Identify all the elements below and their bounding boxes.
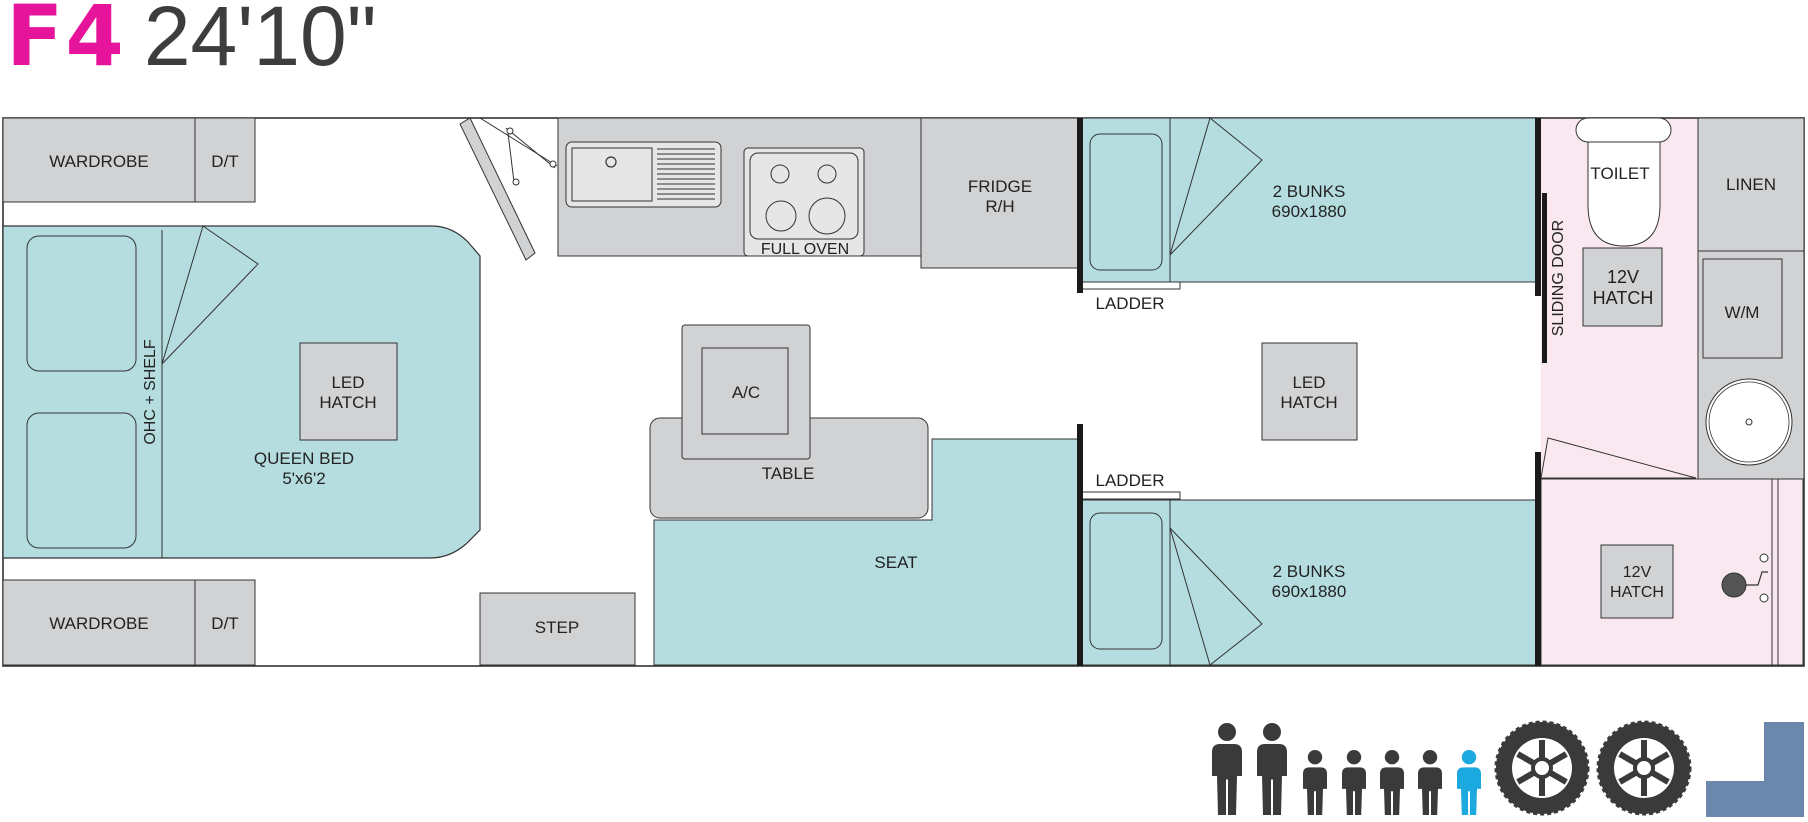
fridge-label-1: FRIDGE [968, 177, 1032, 196]
full-oven-label: FULL OVEN [761, 241, 849, 258]
sliding-door [1542, 193, 1547, 363]
dt-bottom-label: D/T [211, 614, 238, 633]
dt-top-label: D/T [211, 152, 238, 171]
bunks-top-label-1: 2 BUNKS [1273, 182, 1346, 201]
bunk-top [1081, 117, 1539, 290]
linen-label: LINEN [1726, 175, 1776, 194]
led-hatch-front-label-2: HATCH [319, 393, 376, 412]
led-hatch-bunk-label-2: HATCH [1280, 393, 1337, 412]
pillow-icon [26, 412, 137, 549]
table-label: TABLE [762, 464, 815, 483]
wm-label: W/M [1725, 303, 1760, 322]
child-icon [1380, 750, 1404, 815]
ac-label: A/C [732, 383, 760, 402]
wall [1077, 424, 1083, 666]
adult-icon [1212, 723, 1242, 815]
led-hatch-front [299, 342, 398, 441]
wardrobe-bottom [2, 579, 196, 666]
sleeping-capacity [1212, 723, 1481, 815]
model-length: 24'10" [143, 0, 377, 83]
child-highlight-icon [1457, 750, 1481, 815]
ladder-top [1081, 281, 1181, 290]
ohc-shelf-label: OHC + SHELF [142, 339, 159, 445]
drawbar-icon [1706, 722, 1804, 817]
toilet-icon [1575, 117, 1672, 247]
kitchen-bench [557, 117, 922, 257]
toilet-label: TOILET [1590, 164, 1649, 183]
ladder-bottom [1081, 491, 1181, 500]
hatch-12v-top-label-2: HATCH [1593, 288, 1654, 308]
queen-bed-label-2: 5'x6'2 [282, 469, 325, 488]
adult-icon [1257, 723, 1287, 815]
bunks-top-label-2: 690x1880 [1272, 202, 1347, 221]
wall [1077, 118, 1083, 293]
led-hatch-front-label-1: LED [331, 373, 364, 392]
led-hatch-bunk-label-1: LED [1292, 373, 1325, 392]
entry-door [459, 117, 558, 261]
model-name: F4 [6, 0, 126, 85]
wardrobe-bottom-label: WARDROBE [49, 614, 149, 633]
bunk-bottom [1081, 491, 1539, 666]
dt-top [194, 117, 256, 203]
child-icon [1418, 750, 1442, 815]
fridge-label-2: R/H [985, 197, 1014, 216]
linen-cupboard [1697, 117, 1805, 252]
pillow-icon [26, 235, 137, 372]
hatch-12v-top [1582, 247, 1663, 327]
led-hatch-bunk [1261, 342, 1358, 441]
wardrobe-top-label: WARDROBE [49, 152, 149, 171]
bunks-bottom-label-1: 2 BUNKS [1273, 562, 1346, 581]
pillow-icon [1089, 133, 1163, 271]
fridge [920, 117, 1080, 269]
hatch-12v-bottom [1600, 544, 1674, 619]
step [479, 592, 636, 666]
wardrobe-top [2, 117, 196, 203]
pillow-icon [1089, 512, 1163, 650]
queen-bed-label-1: QUEEN BED [254, 449, 354, 468]
wall [1535, 452, 1541, 666]
ladder-top-label: LADDER [1096, 294, 1165, 313]
step-label: STEP [535, 618, 579, 637]
hatch-12v-bottom-label-2: HATCH [1610, 584, 1664, 601]
bunks-bottom-label-2: 690x1880 [1272, 582, 1347, 601]
hatch-12v-top-label-1: 12V [1607, 267, 1639, 287]
sliding-door-label: SLIDING DOOR [1550, 220, 1567, 336]
hatch-12v-bottom-label-1: 12V [1623, 564, 1652, 581]
child-icon [1342, 750, 1366, 815]
axle-icons [1494, 720, 1692, 816]
ladder-bottom-label: LADDER [1096, 471, 1165, 490]
wheel-icon [1494, 720, 1590, 816]
wall [1535, 118, 1541, 296]
child-icon [1303, 750, 1327, 815]
seat-label: SEAT [874, 553, 917, 572]
wheel-icon [1596, 720, 1692, 816]
shower-head-icon [1721, 553, 1769, 603]
queen-bed [2, 225, 481, 559]
dt-bottom [194, 579, 256, 666]
